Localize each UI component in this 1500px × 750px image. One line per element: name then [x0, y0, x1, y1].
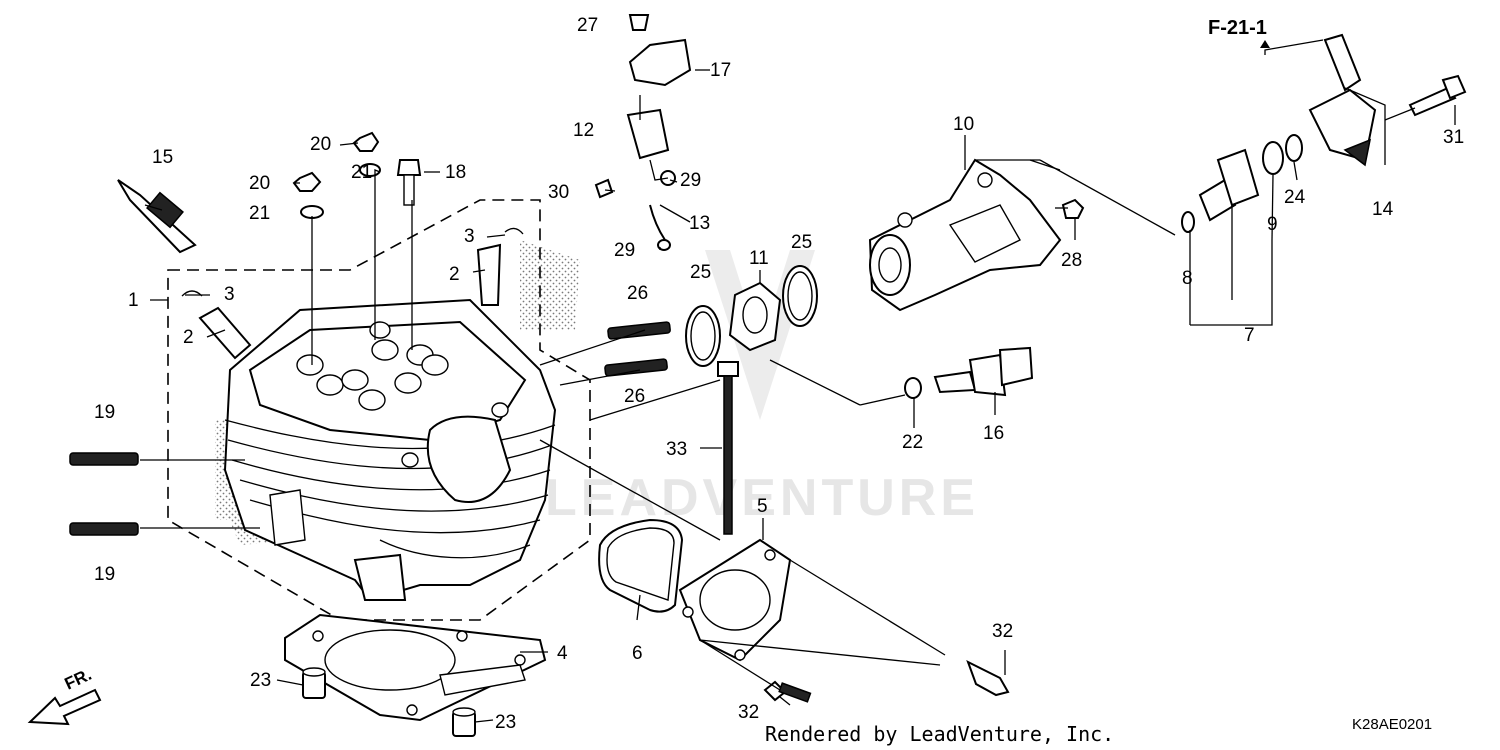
- head-gasket: [284, 613, 547, 722]
- callout-33: 33: [666, 439, 687, 460]
- callout-9: 9: [1267, 214, 1278, 235]
- dowel-pins: [302, 667, 476, 737]
- callout-30: 30: [548, 182, 569, 203]
- callout-17: 17: [710, 60, 731, 81]
- spark-plug: [117, 179, 197, 254]
- callout-3: 3: [464, 226, 475, 247]
- valve-guides: [181, 227, 524, 360]
- callout-23: 23: [250, 670, 271, 691]
- callout-2: 2: [183, 327, 194, 348]
- callout-11: 11: [749, 248, 769, 269]
- callout-23: 23: [495, 712, 516, 733]
- fuel-joint: [1308, 33, 1467, 167]
- front-direction-arrow: FR.: [27, 665, 102, 726]
- credit-text: Rendered by LeadVenture, Inc.: [765, 722, 1114, 746]
- callout-27: 27: [577, 15, 598, 36]
- bolts: [717, 361, 1010, 703]
- callout-16: 16: [983, 423, 1004, 444]
- callout-20: 20: [310, 134, 331, 155]
- callout-4: 4: [557, 643, 568, 664]
- temperature-sensor: [904, 346, 1034, 399]
- callout-26: 26: [624, 386, 645, 407]
- callout-3: 3: [224, 284, 235, 305]
- callout-24: 24: [1284, 187, 1306, 208]
- callout-26: 26: [627, 283, 648, 304]
- callout-28: 28: [1061, 250, 1082, 271]
- callout-7: 7: [1244, 325, 1255, 346]
- injector-assembly: [1181, 134, 1303, 233]
- callouts: 1 2 2 3 3 4 5 6 7 8 9 10 11 12 13 14 15 …: [94, 15, 1464, 733]
- watermark-text: LEADVENTURE: [545, 469, 979, 527]
- callout-31: 31: [1443, 127, 1464, 148]
- diagram-code: K28AE0201: [1352, 716, 1432, 733]
- callout-1: 1: [128, 290, 139, 311]
- callout-21: 21: [351, 162, 372, 183]
- callout-20: 20: [249, 173, 270, 194]
- intake-gaskets: [685, 265, 818, 367]
- callout-5: 5: [757, 496, 768, 517]
- callout-10: 10: [953, 114, 974, 135]
- leader-lines: [140, 39, 1456, 723]
- callout-18: 18: [445, 162, 466, 183]
- callout-32: 32: [992, 621, 1013, 642]
- direction-label: FR.: [62, 665, 95, 694]
- cross-reference: F-21-1: [1208, 17, 1270, 48]
- callout-13: 13: [689, 213, 710, 234]
- stud-bolts-19: [69, 452, 139, 536]
- callout-6: 6: [632, 643, 643, 664]
- callout-25: 25: [690, 262, 711, 283]
- callout-25: 25: [791, 232, 812, 253]
- callout-29: 29: [680, 170, 701, 191]
- callout-19: 19: [94, 402, 115, 423]
- thermostat-cover: [598, 518, 792, 662]
- intake-manifold: [868, 158, 1085, 312]
- callout-19: 19: [94, 564, 115, 585]
- callout-15: 15: [152, 147, 173, 168]
- callout-22: 22: [902, 432, 923, 453]
- cylinder-head: [167, 199, 591, 621]
- callout-8: 8: [1182, 268, 1193, 289]
- map-sensor-bracket: [594, 14, 692, 251]
- callout-29: 29: [614, 240, 635, 261]
- studs-26: [604, 321, 671, 377]
- callout-14: 14: [1372, 199, 1394, 220]
- callout-32: 32: [738, 702, 759, 723]
- reference-label: F-21-1: [1208, 17, 1267, 39]
- head-fasteners: [292, 131, 422, 219]
- callout-12: 12: [573, 120, 594, 141]
- callout-21: 21: [249, 203, 270, 224]
- callout-2: 2: [449, 264, 460, 285]
